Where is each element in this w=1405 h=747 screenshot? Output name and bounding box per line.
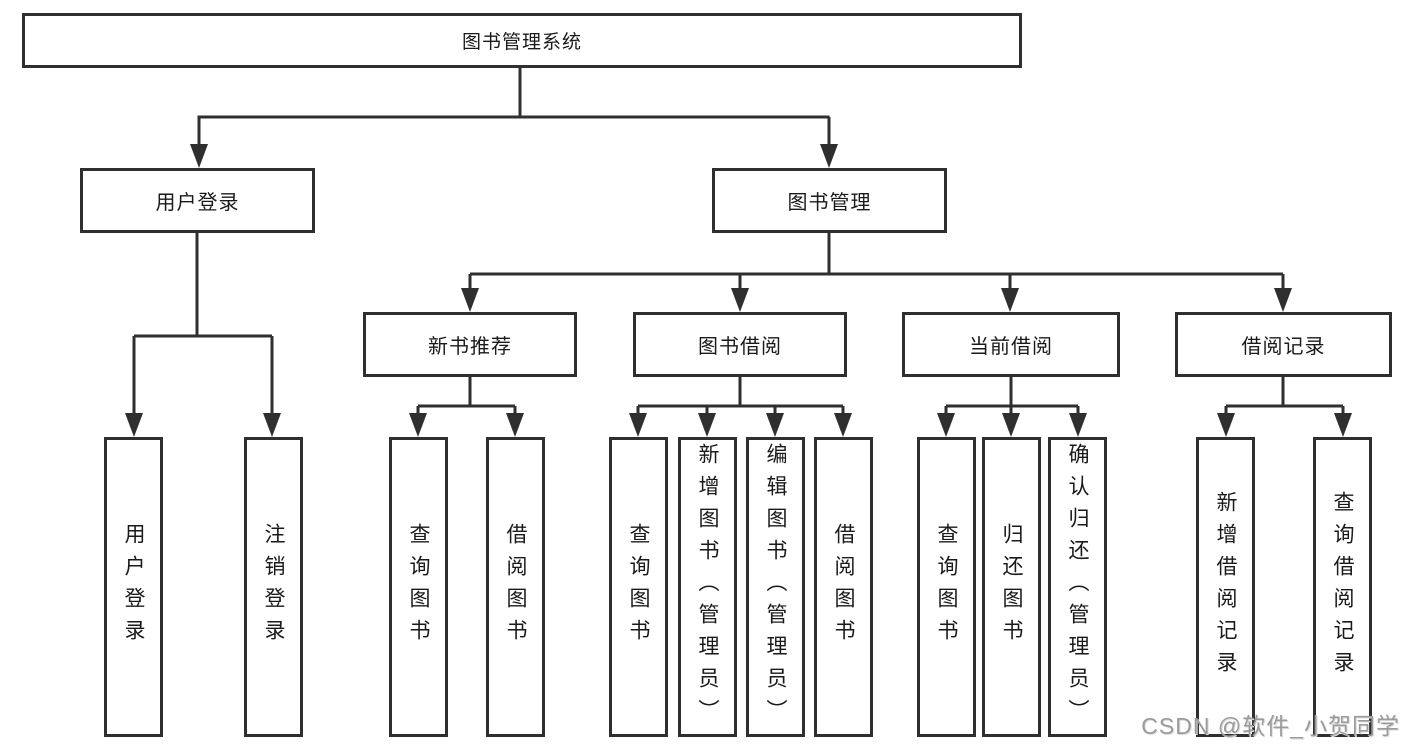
leaf-query-borrow-record-label: 查询借阅记录 (1331, 491, 1354, 683)
leaf-borrow-books-1-label: 借阅图书 (504, 523, 527, 651)
node-root-label: 图书管理系统 (461, 32, 582, 53)
leaf-query-books-3-label: 查询图书 (935, 523, 958, 651)
leaf-user-login: 用户登录 (104, 437, 163, 737)
leaf-query-books-1: 查询图书 (389, 437, 448, 737)
leaf-logout: 注销登录 (244, 437, 303, 737)
leaf-confirm-return-admin-label: 确认归还（管理员） (1066, 443, 1089, 731)
node-book-borrow-label: 图书借阅 (698, 336, 782, 358)
leaf-user-login-label: 用户登录 (122, 523, 145, 651)
leaf-query-books-2-label: 查询图书 (627, 523, 650, 651)
node-new-book-recommend: 新书推荐 (363, 312, 577, 377)
leaf-add-books-admin: 新增图书（管理员） (678, 437, 737, 737)
leaf-edit-books-admin-label: 编辑图书（管理员） (764, 443, 787, 731)
leaf-borrow-books-2-label: 借阅图书 (832, 523, 855, 651)
node-book-management: 图书管理 (712, 168, 947, 233)
leaf-query-books-3: 查询图书 (917, 437, 976, 737)
leaf-add-borrow-record-label: 新增借阅记录 (1214, 491, 1237, 683)
node-root: 图书管理系统 (22, 13, 1022, 68)
node-borrow-records-label: 借阅记录 (1241, 336, 1326, 358)
node-book-borrow: 图书借阅 (633, 312, 847, 377)
node-user-login: 用户登录 (80, 168, 315, 233)
node-new-book-recommend-label: 新书推荐 (428, 336, 512, 358)
leaf-borrow-books-2: 借阅图书 (814, 437, 873, 737)
leaf-add-borrow-record: 新增借阅记录 (1196, 437, 1255, 737)
node-current-borrow: 当前借阅 (902, 312, 1120, 377)
leaf-query-books-1-label: 查询图书 (407, 523, 430, 651)
leaf-return-books-label: 归还图书 (1000, 523, 1023, 651)
csdn-watermark: CSDN @软件_小贺同学 (1141, 713, 1400, 739)
node-borrow-records: 借阅记录 (1175, 312, 1392, 377)
leaf-query-books-2: 查询图书 (609, 437, 668, 737)
leaf-return-books: 归还图书 (982, 437, 1041, 737)
node-current-borrow-label: 当前借阅 (969, 336, 1053, 358)
leaf-query-borrow-record: 查询借阅记录 (1313, 437, 1372, 737)
node-book-management-label: 图书管理 (787, 192, 872, 214)
node-user-login-label: 用户登录 (155, 192, 240, 214)
leaf-add-books-admin-label: 新增图书（管理员） (696, 443, 719, 731)
leaf-borrow-books-1: 借阅图书 (486, 437, 545, 737)
leaf-edit-books-admin: 编辑图书（管理员） (746, 437, 805, 737)
leaf-logout-label: 注销登录 (262, 523, 285, 651)
leaf-confirm-return-admin: 确认归还（管理员） (1048, 437, 1107, 737)
